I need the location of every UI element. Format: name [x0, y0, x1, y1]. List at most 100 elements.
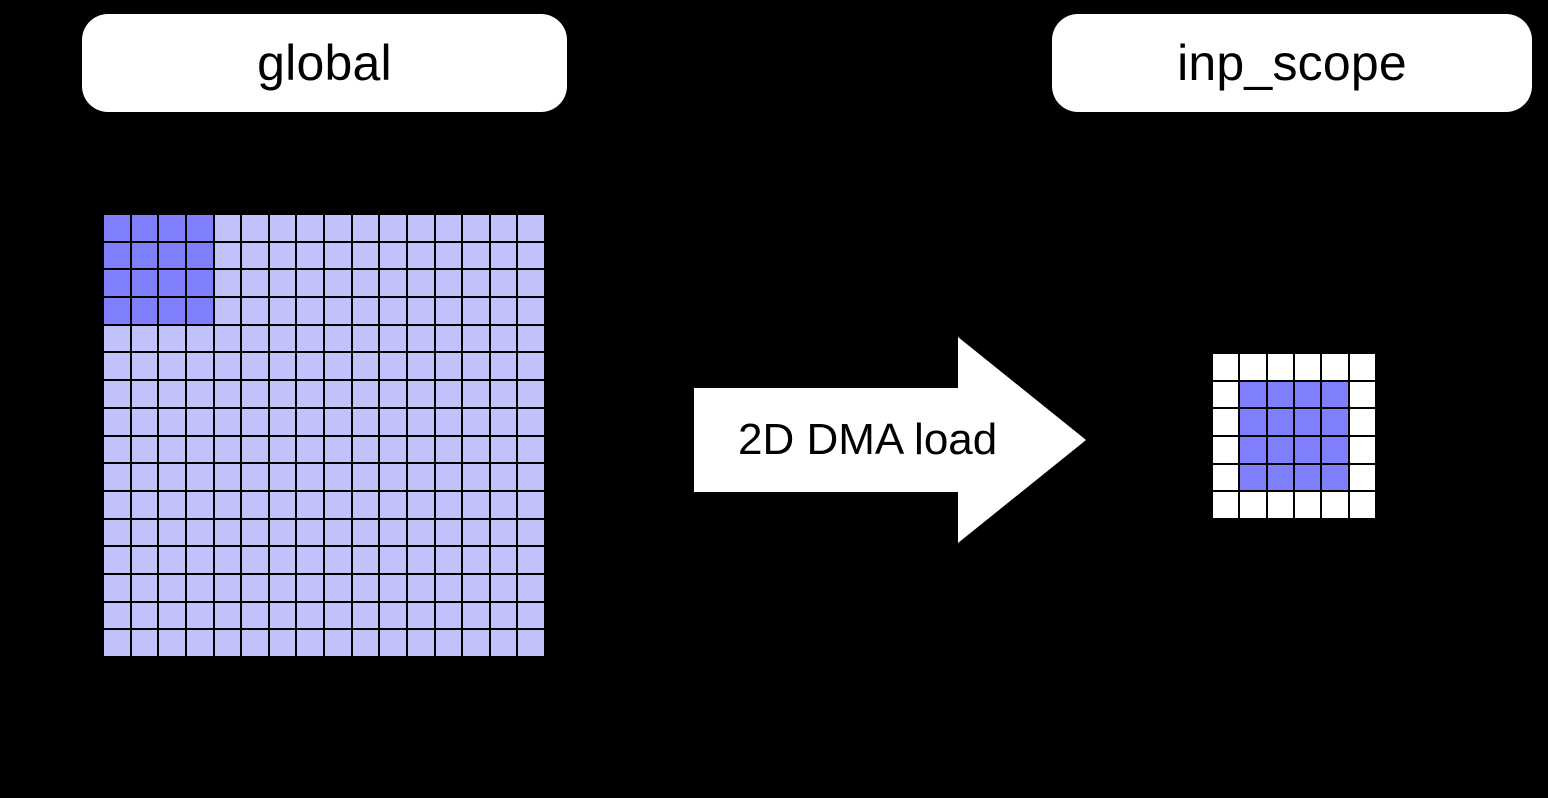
global-grid-cell [434, 490, 463, 519]
global-grid-cell [241, 380, 269, 408]
global-grid-cell [213, 241, 242, 270]
global-grid-cell [158, 463, 186, 491]
global-grid-cell [324, 435, 352, 464]
global-grid-cell [158, 601, 186, 630]
global-grid-cell [130, 518, 159, 547]
global-grid-cell [406, 573, 435, 602]
global-grid-cell [406, 546, 435, 574]
global-grid-cell [517, 324, 545, 353]
inp-scope-grid-cell [1266, 353, 1294, 381]
global-grid-cell [351, 629, 380, 657]
inp-scope-grid-cell [1321, 408, 1349, 436]
global-grid-cell [103, 463, 131, 491]
global-grid-cell [351, 573, 380, 602]
global-grid-cell [462, 518, 490, 547]
global-grid-cell [351, 241, 380, 270]
global-grid-cell [213, 380, 242, 408]
global-grid-cell [241, 407, 269, 436]
global-grid-cell [241, 324, 269, 353]
global-grid-cell [406, 601, 435, 630]
global-grid-cell [434, 573, 463, 602]
global-memory-grid [103, 214, 545, 657]
inp-scope-grid-cell [1321, 353, 1349, 381]
global-grid-cell [130, 601, 159, 630]
inp-scope-grid-cell [1348, 491, 1376, 519]
inp-scope-grid-cell [1266, 491, 1294, 519]
global-grid-cell [213, 629, 242, 657]
global-grid-cell [351, 380, 380, 408]
global-grid-cell [324, 490, 352, 519]
global-grid-cell [324, 297, 352, 325]
global-grid-cell [268, 324, 297, 353]
global-grid-cell [296, 490, 324, 519]
global-grid-cell [268, 241, 297, 270]
inp-scope-grid-cell [1212, 353, 1240, 381]
inp-scope-grid-cell [1239, 435, 1267, 464]
global-grid-cell [351, 601, 380, 630]
global-grid-cell [268, 269, 297, 298]
global-grid-cell [434, 214, 463, 242]
global-grid-cell [241, 463, 269, 491]
global-grid-cell [351, 463, 380, 491]
global-grid-cell [462, 380, 490, 408]
global-grid-cell [268, 297, 297, 325]
global-grid-cell [268, 546, 297, 574]
global-grid-cell [213, 352, 242, 381]
global-grid-cell [103, 407, 131, 436]
global-grid-cell [268, 214, 297, 242]
global-grid-cell [268, 518, 297, 547]
global-grid-cell [351, 269, 380, 298]
global-grid-cell [241, 214, 269, 242]
global-grid-cell [379, 490, 407, 519]
global-grid-cell [158, 518, 186, 547]
global-grid-cell [213, 463, 242, 491]
global-grid-cell [213, 601, 242, 630]
global-grid-cell [489, 241, 518, 270]
global-grid-cell [379, 269, 407, 298]
global-grid-cell [379, 435, 407, 464]
inp-scope-grid-cell [1294, 463, 1322, 492]
global-grid-cell [406, 324, 435, 353]
global-grid-cell [241, 629, 269, 657]
global-grid-cell [462, 324, 490, 353]
global-grid-cell [158, 380, 186, 408]
inp-scope-grid-cell [1348, 380, 1376, 409]
global-grid-cell [406, 352, 435, 381]
global-grid-cell [517, 352, 545, 381]
global-grid-cell [434, 463, 463, 491]
global-grid-cell [462, 573, 490, 602]
global-grid-cell [130, 269, 159, 298]
global-grid-cell [434, 407, 463, 436]
inp-scope-grid-cell [1294, 408, 1322, 436]
global-grid-cell [158, 241, 186, 270]
global-grid-cell [130, 629, 159, 657]
inp-scope-grid-cell [1266, 435, 1294, 464]
inp-scope-grid-cell [1294, 380, 1322, 409]
global-grid-cell [434, 435, 463, 464]
global-grid-cell [517, 573, 545, 602]
global-grid-cell [351, 324, 380, 353]
global-grid-cell [517, 269, 545, 298]
global-grid-cell [213, 269, 242, 298]
global-grid-cell [185, 214, 214, 242]
global-grid-cell [517, 407, 545, 436]
global-grid-cell [130, 324, 159, 353]
global-grid-cell [158, 214, 186, 242]
global-grid-cell [268, 490, 297, 519]
global-grid-cell [462, 214, 490, 242]
global-grid-cell [185, 352, 214, 381]
global-grid-cell [213, 324, 242, 353]
global-grid-cell [103, 297, 131, 325]
global-grid-cell [379, 407, 407, 436]
global-grid-cell [158, 352, 186, 381]
global-grid-cell [213, 214, 242, 242]
global-grid-cell [103, 518, 131, 547]
global-grid-cell [213, 297, 242, 325]
inp-scope-grid-cell [1294, 353, 1322, 381]
global-grid-cell [241, 601, 269, 630]
global-grid-cell [103, 269, 131, 298]
global-grid-cell [351, 546, 380, 574]
global-grid-cell [241, 573, 269, 602]
global-grid-cell [158, 435, 186, 464]
inp-scope-grid-cell [1348, 353, 1376, 381]
